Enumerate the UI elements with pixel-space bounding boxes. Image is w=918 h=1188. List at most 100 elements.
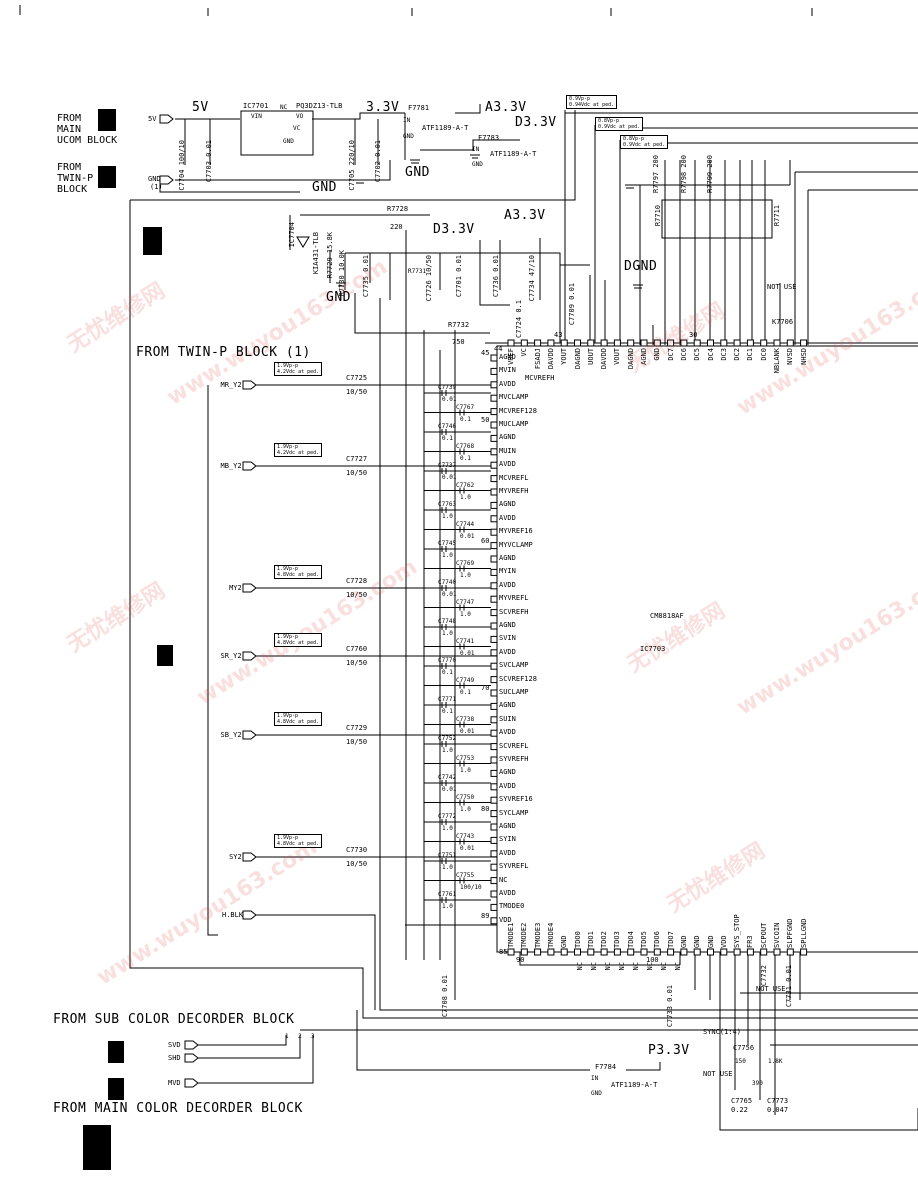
input-cap-val: 10/50 (346, 388, 368, 396)
r-low-3: 390 (752, 1080, 763, 1087)
r7730-label: R7730 10.0K (338, 250, 346, 297)
ic-top-pin-name: VOUT (613, 348, 622, 365)
nc-label: NC (618, 962, 626, 971)
ic-pin-name: AGND (499, 433, 516, 442)
ic-top-pin-name: DAVDD (546, 348, 555, 370)
ic-pin-square (490, 635, 498, 643)
ic-pin-name: AGND (499, 701, 516, 710)
signal-note: 0.8Vp-p 0.9Vdc at ped. (595, 117, 644, 131)
ic-pin-name: AVDD (499, 580, 516, 589)
input-signal-note: 1.9Vp-p 4.2Vdc at ped. (274, 362, 323, 376)
ic-bottom-pin-name: VDD (719, 935, 728, 948)
cap-c7724: C7724 0.1 (515, 300, 523, 338)
cap-ref: C7748 (438, 618, 457, 625)
ic-pin-square (587, 948, 595, 956)
ic-pin-name: AVDD (499, 513, 516, 522)
ic-pin-square (490, 917, 498, 925)
ic-pin-number: 60 (481, 536, 490, 545)
ic-pin-square (760, 948, 768, 956)
ic-pin-square (786, 339, 794, 347)
ic-pin-name: AVDD (499, 781, 516, 790)
ic-pin-square (490, 662, 498, 670)
ic-top-pin-name: DC4 (706, 348, 715, 361)
ic-pin-square (490, 863, 498, 871)
port-arrows (159, 114, 257, 1088)
input-cap-ref: C7728 (346, 577, 368, 585)
ic-bottom-pin-name: TMODE2 (520, 922, 529, 948)
cap-ref: C7745 (438, 540, 457, 547)
nc-label: NC (604, 962, 612, 971)
ic-pin-square (746, 948, 754, 956)
cap-val: 0.1 (442, 669, 453, 676)
input-signal-note: 1.9Vp-p 4.8Vdc at ped. (274, 565, 323, 579)
marker-block (83, 1125, 111, 1170)
ic-pin-square (490, 877, 498, 885)
ic-bottom-pin-ticks (507, 948, 808, 956)
ic-bottom-pin-name: FR3 (746, 935, 755, 948)
f7784-ref: F7784 (595, 1063, 617, 1071)
rail-3v3: 3.3V (366, 100, 400, 115)
cap-ref: C7771 (438, 696, 457, 703)
ic-pin-name: SUIN (499, 714, 516, 723)
ic-pin-square (707, 339, 714, 347)
ic-pin-name: VDD (499, 915, 512, 924)
cap-ref: C7749 (456, 676, 475, 684)
input-cap-ref: C7730 (346, 846, 368, 854)
ic-pin-number: 30 (689, 331, 698, 339)
cap-ref: C7770 (438, 657, 457, 664)
nc-label: NC (632, 962, 640, 971)
sync-label: SYNC(1:4) (703, 1028, 741, 1036)
cap-val: 0.01 (460, 727, 475, 735)
ic-pin-square (520, 948, 528, 956)
nc-label: NC (660, 962, 668, 971)
ic-bottom-pin-name: TMODE1 (507, 922, 515, 948)
ic-top-pin-name: DC0 (759, 348, 768, 361)
signal-note: 0.8Vp-p 0.9Vdc at ped. (620, 135, 669, 149)
input-signal-note: 1.9Vp-p 4.8Vdc at ped. (274, 633, 323, 647)
cap-ref: C7752 (438, 735, 457, 742)
ic-pin-square (800, 339, 808, 347)
cap-c7703: C7703 0.01 (205, 140, 213, 183)
r7731-ref: R7731 (408, 268, 427, 275)
ic-pin-square (627, 339, 635, 347)
cap-ref: C7755 (456, 871, 475, 879)
ic-pin-number: 90 (516, 956, 525, 964)
ic-pin-square (490, 421, 498, 429)
cap-c7735: C7735 0.01 (362, 255, 370, 298)
cap-ref: C7767 (456, 403, 475, 411)
ic-top-pin-name: UOUT (586, 348, 595, 365)
cap-c7731: C7731 0.01 (785, 965, 793, 1008)
r7732-val: 750 (452, 338, 465, 346)
cap-val: 1.0 (460, 805, 471, 813)
cap-c7708: C7708 0.01 (441, 975, 449, 1018)
ic-pin-square (773, 948, 781, 956)
ic-pin-name: MYVREF16 (499, 527, 533, 536)
ic7704-type: KIA431-TLB (312, 232, 320, 275)
cap-val: 0.1 (442, 435, 453, 442)
ic-pin-square (547, 339, 555, 347)
ic-pin-square (667, 339, 675, 347)
cap-ref: C7761 (438, 891, 457, 898)
cap-ref: C7746 (438, 423, 457, 430)
ic-pin-square (490, 568, 498, 576)
ic7704-ref: IC7704 (288, 222, 296, 248)
ic7701-pin-vin: VIN (251, 113, 262, 120)
ic-pin-name: AGND (499, 500, 516, 509)
ic-pin-square (490, 702, 498, 710)
ic-pin-square (490, 769, 498, 777)
ic-pin-number: 85 (499, 948, 508, 956)
sub-pin-2: 2 (298, 1033, 302, 1040)
ic-pin-square (587, 339, 595, 347)
from-sub-color-title: FROM SUB COLOR DECORDER BLOCK (53, 1012, 295, 1027)
ic-pin-square (490, 515, 498, 523)
ic-pin-name: AVDD (499, 647, 516, 656)
ic-pin-square (600, 948, 608, 956)
hblk-port: H.BLK (222, 911, 244, 919)
ic-pin-name: AGND (499, 554, 516, 562)
ic7701-pin-vc: VC (293, 125, 301, 132)
nc-label: NC (576, 962, 584, 971)
ic-pin-name: MVCLAMP (499, 393, 529, 402)
ic-pin-square (733, 948, 741, 956)
ic-pin-square (800, 948, 808, 956)
